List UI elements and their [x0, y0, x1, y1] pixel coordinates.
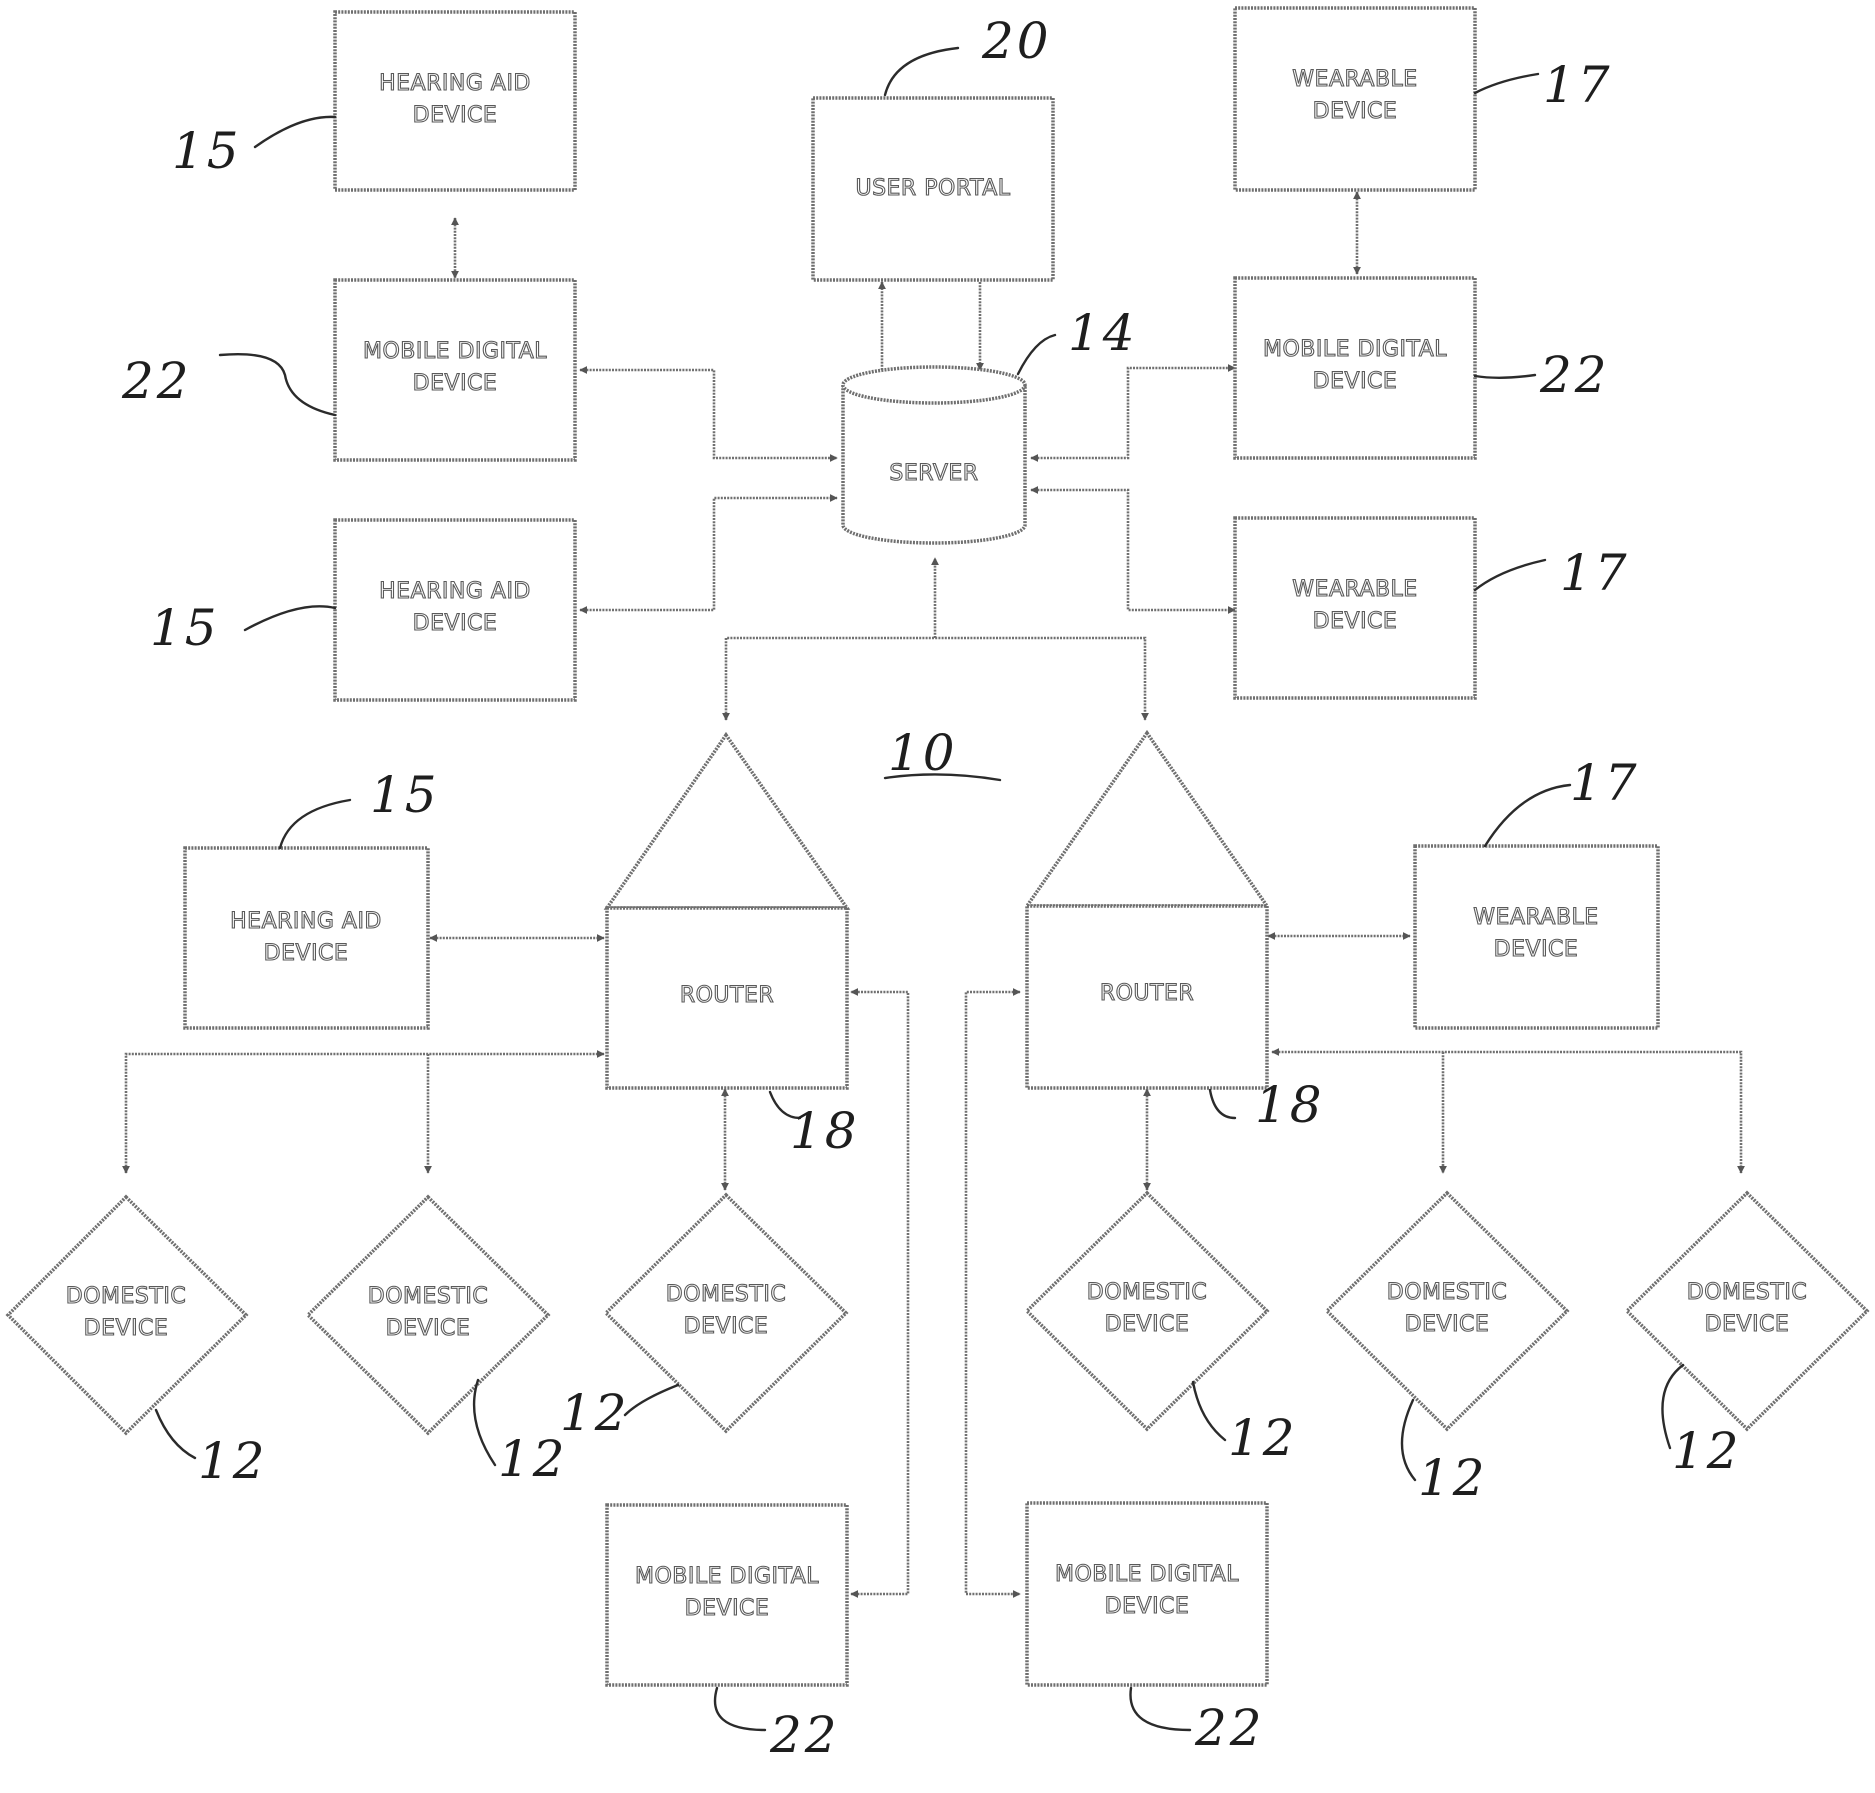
connector-router-mobile-right — [964, 988, 1021, 1598]
domestic-label: DOMESTIC — [1087, 1280, 1207, 1305]
wearable-device-mid-right: WEARABLE DEVICE — [1233, 516, 1477, 700]
device-label: DEVICE — [1313, 609, 1398, 634]
domestic-label: DOMESTIC — [1687, 1280, 1807, 1305]
connector-trunk-to-routers — [722, 636, 1149, 721]
connector-domestic1-router-left — [122, 1050, 605, 1174]
hearing-aid-label: HEARING AID — [379, 579, 531, 604]
domestic-label: DOMESTIC — [666, 1282, 786, 1307]
device-label: DEVICE — [1105, 1312, 1190, 1337]
figure-underline — [883, 773, 1002, 782]
device-label: DEVICE — [1405, 1312, 1490, 1337]
ref-numeral-domestic-1: 12 — [198, 1432, 268, 1490]
device-label: DEVICE — [413, 103, 498, 128]
device-label: DEVICE — [84, 1316, 169, 1341]
device-label: DEVICE — [386, 1316, 471, 1341]
mobile-digital-label: MOBILE DIGITAL — [635, 1564, 819, 1589]
mobile-digital-label: MOBILE DIGITAL — [1263, 337, 1447, 362]
ref-numeral-hearing-aid-bottom: 15 — [370, 766, 440, 824]
mobile-digital-device-bottom-left: MOBILE DIGITAL DEVICE — [605, 1503, 849, 1687]
device-label: DEVICE — [1705, 1312, 1790, 1337]
ref-numeral-mobile-top-right: 22 — [1539, 346, 1610, 404]
domestic-label: DOMESTIC — [368, 1284, 488, 1309]
domestic-device-2: DOMESTIC DEVICE — [305, 1194, 551, 1436]
device-label: DEVICE — [264, 941, 349, 966]
ref-numeral-wearable-top: 17 — [1543, 56, 1613, 114]
reference-numerals: 15 20 17 22 14 22 15 17 15 17 10 18 18 1… — [121, 12, 1742, 1764]
user-portal-label: USER PORTAL — [855, 176, 1010, 201]
router-right: ROUTER — [1023, 729, 1271, 1090]
connectors — [122, 191, 1745, 1598]
domestic-device-6: DOMESTIC DEVICE — [1624, 1190, 1870, 1432]
device-label: DEVICE — [413, 371, 498, 396]
mobile-digital-device-bottom-right: MOBILE DIGITAL DEVICE — [1025, 1501, 1269, 1687]
device-label: DEVICE — [413, 611, 498, 636]
ref-numeral-domestic-6: 12 — [1672, 1422, 1742, 1480]
domestic-device-5: DOMESTIC DEVICE — [1324, 1190, 1570, 1432]
mobile-digital-device-top-left: MOBILE DIGITAL DEVICE — [333, 278, 577, 462]
ref-numeral-domestic-3: 12 — [560, 1384, 630, 1442]
device-label: DEVICE — [1494, 937, 1579, 962]
connector-mobile-router-left — [850, 988, 910, 1598]
ref-numeral-mobile-top-left: 22 — [121, 352, 192, 410]
server-database: SERVER — [841, 365, 1027, 545]
ref-numeral-router-left: 18 — [790, 1102, 860, 1160]
ref-numeral-user-portal: 20 — [981, 12, 1052, 70]
server-label: SERVER — [889, 461, 978, 486]
device-label: DEVICE — [1313, 99, 1398, 124]
ref-numeral-mobile-bottom-left: 22 — [769, 1706, 840, 1764]
hearing-aid-label: HEARING AID — [230, 909, 382, 934]
router-label: ROUTER — [680, 983, 774, 1008]
ref-numeral-wearable-bottom: 17 — [1570, 754, 1640, 812]
domestic-device-4: DOMESTIC DEVICE — [1024, 1190, 1270, 1432]
ref-numeral-domestic-5: 12 — [1418, 1449, 1488, 1507]
figure-number: 10 — [888, 724, 958, 782]
hearing-aid-device-top-left: HEARING AID DEVICE — [333, 10, 577, 192]
wearable-device-top-right: WEARABLE DEVICE — [1233, 6, 1477, 192]
mobile-digital-label: MOBILE DIGITAL — [1055, 1562, 1239, 1587]
device-label: DEVICE — [684, 1314, 769, 1339]
wearable-device-bottom-right: WEARABLE DEVICE — [1413, 844, 1660, 1030]
leader-lines — [154, 46, 1685, 1732]
domestic-label: DOMESTIC — [66, 1284, 186, 1309]
ref-numeral-hearing-aid-mid: 15 — [150, 599, 220, 657]
mobile-digital-device-top-right: MOBILE DIGITAL DEVICE — [1233, 276, 1477, 460]
ref-numeral-server: 14 — [1068, 304, 1138, 362]
hearing-aid-device-bottom-left: HEARING AID DEVICE — [183, 846, 430, 1030]
connector-wearable-server-right — [1030, 486, 1236, 614]
hearing-aid-label: HEARING AID — [379, 71, 531, 96]
mobile-digital-label: MOBILE DIGITAL — [363, 339, 547, 364]
ref-numeral-domestic-4: 12 — [1228, 1409, 1298, 1467]
ref-numeral-hearing-aid-top: 15 — [172, 122, 242, 180]
connector-mobile-server-left — [579, 366, 838, 462]
device-label: DEVICE — [1105, 1594, 1190, 1619]
wearable-label: WEARABLE — [1292, 577, 1417, 602]
ref-numeral-router-right: 18 — [1255, 1076, 1325, 1134]
device-label: DEVICE — [685, 1596, 770, 1621]
router-label: ROUTER — [1100, 981, 1194, 1006]
device-label: DEVICE — [1313, 369, 1398, 394]
ref-numeral-wearable-mid: 17 — [1560, 544, 1630, 602]
ref-numeral-domestic-2: 12 — [498, 1430, 568, 1488]
wearable-label: WEARABLE — [1473, 905, 1598, 930]
user-portal: USER PORTAL — [811, 96, 1055, 282]
domestic-label: DOMESTIC — [1387, 1280, 1507, 1305]
connector-router-domestic6 — [1271, 1048, 1745, 1174]
domestic-device-3: DOMESTIC DEVICE — [603, 1192, 849, 1434]
hearing-aid-device-mid-left: HEARING AID DEVICE — [333, 518, 577, 702]
ref-numeral-mobile-bottom-right: 22 — [1194, 1699, 1265, 1757]
router-left: ROUTER — [603, 731, 851, 1090]
connector-hearing-aid-server-left — [579, 494, 838, 614]
connector-mobile-server-right — [1030, 364, 1236, 462]
domestic-device-1: DOMESTIC DEVICE — [5, 1194, 249, 1436]
wearable-label: WEARABLE — [1292, 67, 1417, 92]
